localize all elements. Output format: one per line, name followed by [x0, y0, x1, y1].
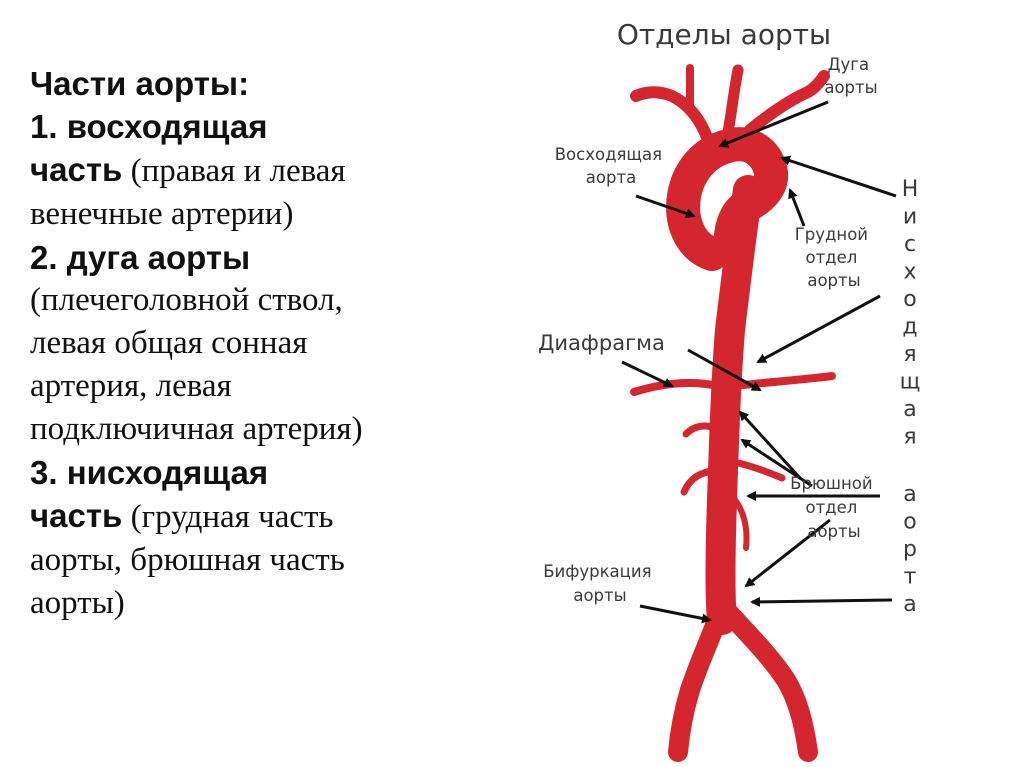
vertical-letter: о [903, 510, 916, 535]
vertical-letter: а [903, 397, 916, 422]
arch-label: Дуга аорты [824, 55, 877, 97]
diagram-title: Отделы аорты [617, 18, 831, 51]
vertical-letter: д [902, 315, 917, 340]
arrow-diaphragm-left [622, 362, 672, 386]
aorta-vessels [634, 68, 832, 752]
brachiocephalic-trunk [636, 92, 708, 140]
arrow-descending-top [782, 158, 896, 196]
vertical-letter: р [903, 537, 917, 562]
bifurcation-label: Бифуркация аорты [543, 562, 657, 605]
left-phrenic-branch [634, 383, 718, 392]
ascending-label: Восходящая аорта [555, 145, 668, 187]
vertical-letter: а [903, 482, 916, 507]
left-iliac [678, 612, 720, 752]
abdominal-label: Брюшной отдел аорты [790, 474, 878, 541]
right-iliac [728, 612, 808, 752]
thoracic-label: Грудной отдел аорты [795, 225, 874, 290]
vertical-letter: а [903, 592, 916, 617]
arrow-descending-mid [758, 296, 880, 362]
left-subclavian [750, 76, 824, 130]
arrow-bifurcation [640, 606, 710, 620]
diaphragm-label: Диафрагма [538, 331, 665, 355]
arrow-thoracic [790, 190, 804, 226]
renal-right [734, 462, 782, 478]
vertical-letter: я [903, 425, 916, 450]
descending-aorta [721, 190, 749, 620]
vertical-letter: щ [900, 370, 921, 395]
vertical-letter: с [904, 232, 916, 257]
vertical-letter: я [903, 342, 916, 367]
vertical-letter: т [904, 565, 917, 590]
vertical-letter: х [903, 260, 916, 285]
left-carotid [728, 70, 738, 132]
vertical-letter: и [903, 205, 917, 230]
vertical-letter: о [903, 287, 916, 312]
vertical-letter: Н [902, 177, 919, 202]
arrow-descending-bottom [752, 600, 892, 602]
